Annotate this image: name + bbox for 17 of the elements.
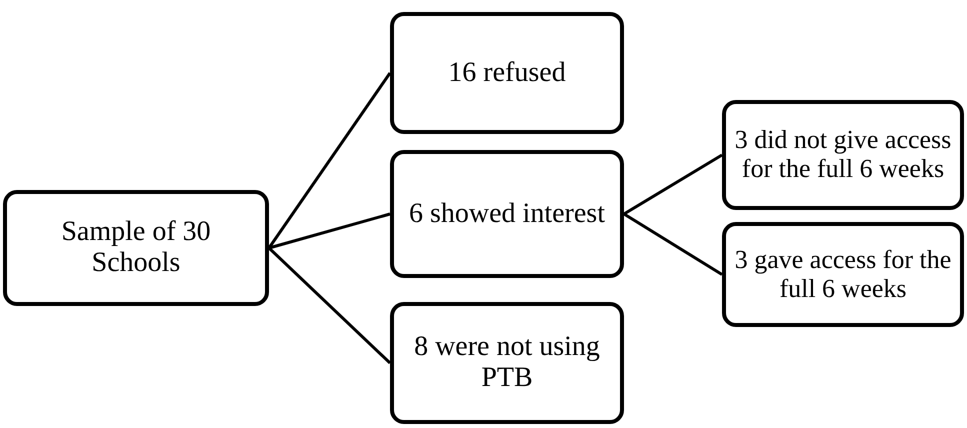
connector-line (268, 212, 390, 250)
box-label: 3 gave access for the full 6 weeks (734, 246, 952, 304)
connector-line (623, 212, 723, 276)
box-label: Sample of 30 Schools (60, 217, 212, 279)
process-box (722, 222, 964, 327)
connector-line (268, 246, 392, 364)
process-box (390, 12, 624, 134)
box-label: 8 were not using PTB (413, 332, 601, 394)
box-label: 16 refused (448, 58, 566, 88)
connector-line (623, 154, 723, 216)
box-label: 6 showed interest (409, 198, 605, 230)
process-box (390, 150, 624, 278)
connector-line (268, 72, 392, 249)
box-label: 3 did not give access for the full 6 weeks (734, 126, 952, 184)
process-box (390, 302, 624, 424)
process-box (3, 190, 269, 306)
process-box (722, 100, 964, 210)
